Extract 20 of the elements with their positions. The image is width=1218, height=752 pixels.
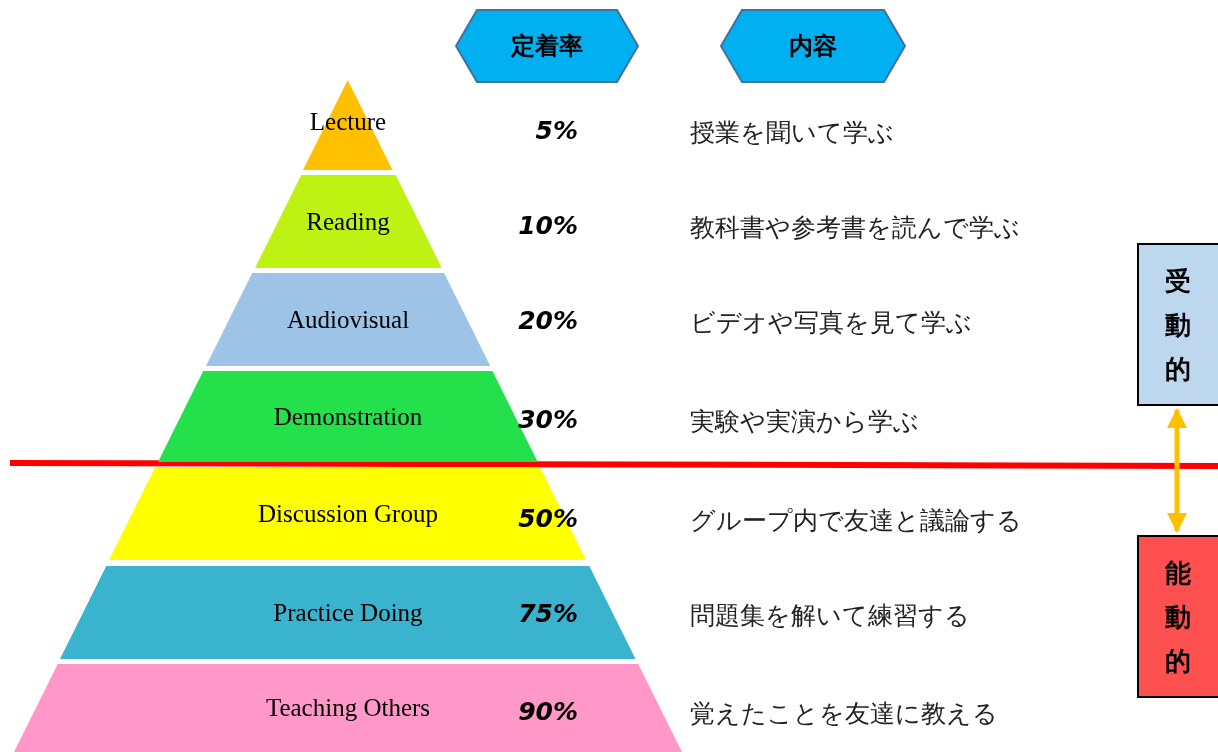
activity-description: 授業を聞いて学ぶ	[690, 117, 894, 149]
pyramid-level: Reading	[254, 175, 442, 268]
retention-rate: 75%	[518, 599, 578, 628]
retention-rate: 10%	[518, 211, 578, 240]
activity-description: グループ内で友達と議論する	[690, 505, 1022, 537]
activity-description: ビデオや写真を見て学ぶ	[690, 307, 972, 339]
category-box: 受動的	[1137, 243, 1218, 406]
retention-rate: 20%	[518, 306, 578, 335]
header-hexagon: 定着率	[455, 9, 639, 83]
activity-description: 実験や実演から学ぶ	[690, 406, 919, 438]
category-box: 能動的	[1137, 535, 1218, 698]
double-arrow	[1167, 408, 1187, 533]
retention-rate: 5%	[535, 116, 578, 145]
activity-description: 問題集を解いて練習する	[690, 600, 970, 632]
header-hexagon: 内容	[720, 9, 906, 83]
activity-description: 教科書や参考書を読んで学ぶ	[690, 212, 1020, 244]
retention-rate: 30%	[518, 405, 578, 434]
pyramid-level: Audiovisual	[205, 273, 491, 366]
retention-rate: 90%	[518, 697, 578, 726]
activity-description: 覚えたことを友達に教える	[690, 698, 998, 730]
